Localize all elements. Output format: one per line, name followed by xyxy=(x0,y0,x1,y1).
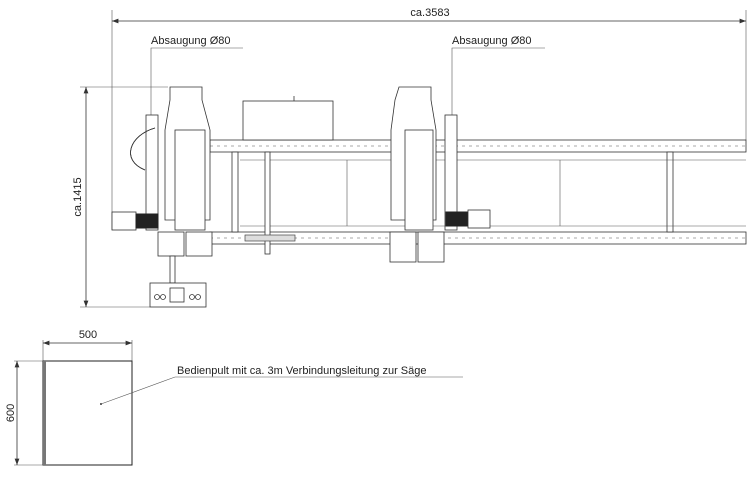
console-note: Bedienpult mit ca. 3m Verbindungsleitung… xyxy=(177,365,427,377)
overall-width-dimension: ca.3583 xyxy=(111,7,747,230)
right-saw-unit xyxy=(389,86,491,263)
overall-height-dimension: ca.1415 xyxy=(72,86,168,308)
overall-width-label: ca.3583 xyxy=(410,7,449,19)
overall-height-label: ca.1415 xyxy=(72,177,84,216)
left-saw-unit xyxy=(111,86,213,284)
console-width-label: 500 xyxy=(79,329,97,341)
left-extraction-label: Absaugung Ø80 xyxy=(151,35,231,47)
console-depth-label: 600 xyxy=(5,404,17,422)
right-extraction-callout: Absaugung Ø80 xyxy=(451,35,545,118)
control-cabinet xyxy=(242,100,334,141)
console-detail: 500 600 Bedienpult mit ca. 3m Verbindung… xyxy=(5,329,463,466)
right-extraction-label: Absaugung Ø80 xyxy=(452,35,532,47)
control-console-topview xyxy=(149,282,207,308)
left-extraction-callout: Absaugung Ø80 xyxy=(150,35,243,118)
rail-frame xyxy=(209,139,747,255)
